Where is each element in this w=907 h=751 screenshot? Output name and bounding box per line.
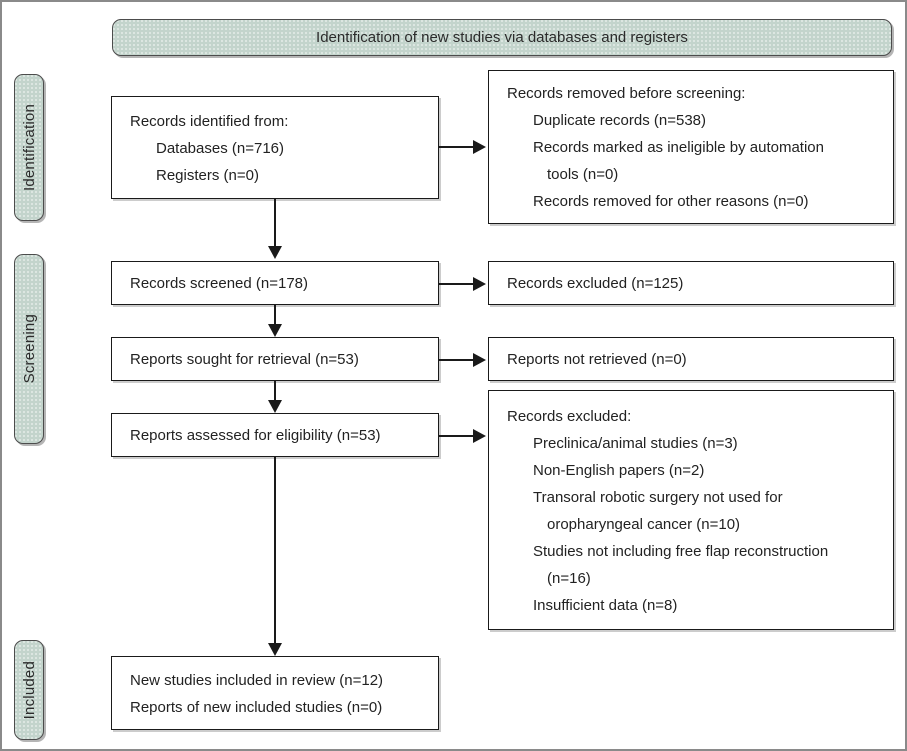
phase-included-label: Included [20,660,38,720]
records-removed-line-4: Records removed for other reasons (n=0) [533,193,809,210]
records-excluded-eligibility-line-2: Non-English papers (n=2) [533,461,705,479]
arrowhead-sought-to-assessed [268,400,282,413]
records-excluded-eligibility-line-5: Studies not including free flap reconstr… [533,542,829,560]
connector-sought-to-not-retrieved [439,359,475,361]
studies-included-line-1: Reports of new included studies (n=0) [130,698,383,716]
arrowhead-identified-to-screened [268,246,282,259]
studies-included-line-0: New studies included in review (n=12) [130,671,384,689]
records-excluded-eligibility-line-7: Insufficient data (n=8) [533,596,678,614]
arrowhead-sought-to-not-retrieved [473,353,486,367]
box-records-identified: Records identified from: Databases (n=71… [111,96,439,199]
connector-identified-to-screened [274,199,276,248]
records-excluded-eligibility-line-4: oropharyngeal cancer (n=10) [547,515,741,533]
box-reports-sought: Reports sought for retrieval (n=53) [111,337,439,381]
box-reports-assessed: Reports assessed for eligibility (n=53) [111,413,439,457]
records-excluded-eligibility-line-6: (n=16) [547,569,591,587]
records-excluded-eligibility-line-0: Records excluded: [507,407,632,425]
connector-screened-to-sought [274,305,276,329]
diagram-title-banner: Identification of new studies via databa… [112,19,892,56]
connector-screened-to-excluded [439,283,475,285]
arrowhead-screened-to-excluded [473,277,486,291]
records-excluded-eligibility-line-1: Preclinica/animal studies (n=3) [533,434,738,452]
records-excluded-eligibility-line-3: Transoral robotic surgery not used for [533,488,783,506]
records-identified-line-2: Registers (n=0) [156,166,259,184]
records-removed-line-0: Records removed before screening: [507,85,746,102]
box-records-removed: Records removed before screening: Duplic… [488,70,894,224]
records-removed-line-3: tools (n=0) [547,166,619,183]
phase-identification-label: Identification [20,103,38,192]
phase-identification: Identification [14,74,44,221]
phase-screening-label: Screening [20,314,38,384]
arrowhead-identified-to-removed [473,140,486,154]
box-reports-not-retrieved: Reports not retrieved (n=0) [488,337,894,381]
connector-sought-to-assessed [274,381,276,405]
reports-assessed-line-0: Reports assessed for eligibility (n=53) [130,427,381,444]
phase-included: Included [14,640,44,740]
box-studies-included: New studies included in review (n=12) Re… [111,656,439,730]
records-screened-line-0: Records screened (n=178) [130,275,309,292]
box-records-excluded-screening: Records excluded (n=125) [488,261,894,305]
arrowhead-assessed-to-excluded [473,429,486,443]
records-excluded-screening-line-0: Records excluded (n=125) [507,275,684,292]
records-removed-line-1: Duplicate records (n=538) [533,112,707,129]
box-records-excluded-eligibility: Records excluded: Preclinica/animal stud… [488,390,894,630]
reports-sought-line-0: Reports sought for retrieval (n=53) [130,351,359,368]
arrowhead-assessed-to-included [268,643,282,656]
connector-identified-to-removed [439,146,475,148]
reports-not-retrieved-line-0: Reports not retrieved (n=0) [507,351,687,368]
connector-assessed-to-excluded [439,435,475,437]
records-removed-line-2: Records marked as ineligible by automati… [533,139,824,156]
records-identified-line-1: Databases (n=716) [156,139,284,157]
arrowhead-screened-to-sought [268,324,282,337]
phase-screening: Screening [14,254,44,444]
box-records-screened: Records screened (n=178) [111,261,439,305]
connector-assessed-to-included [274,457,276,647]
records-identified-line-0: Records identified from: [130,112,289,130]
diagram-title: Identification of new studies via databa… [316,29,688,46]
